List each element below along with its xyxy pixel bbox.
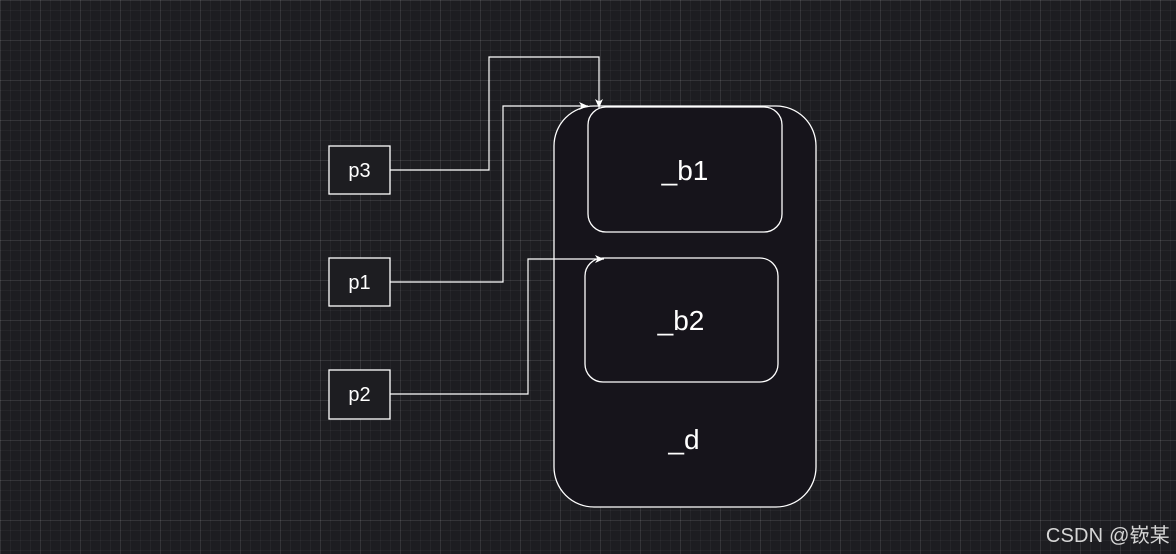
watermark-text: CSDN @嵚某	[1045, 525, 1170, 547]
object-d-label: _d	[667, 424, 699, 455]
object-b1-label: _b1	[661, 155, 709, 186]
object-b1-box	[587, 106, 783, 233]
pointer-p1: p1	[328, 257, 391, 307]
object-b2-label: _b2	[657, 305, 705, 336]
edge-p2-to-b2	[390, 255, 604, 395]
pointer-p3-box	[328, 145, 391, 195]
edge-p3-to-b1	[390, 56, 603, 171]
pointer-p1-box	[328, 257, 391, 307]
object-b2-box	[584, 257, 779, 383]
pointer-p2: p2	[328, 369, 391, 420]
pointer-p2-label: p2	[348, 384, 370, 406]
object-b1: _b1	[587, 106, 783, 233]
pointer-p3-label: p3	[348, 160, 370, 182]
object-b2: _b2	[584, 257, 779, 383]
edge-p1-to-b1	[390, 102, 588, 283]
pointer-p2-box	[328, 369, 391, 420]
pointer-p1-label: p1	[348, 272, 370, 294]
pointer-p3: p3	[328, 145, 391, 195]
